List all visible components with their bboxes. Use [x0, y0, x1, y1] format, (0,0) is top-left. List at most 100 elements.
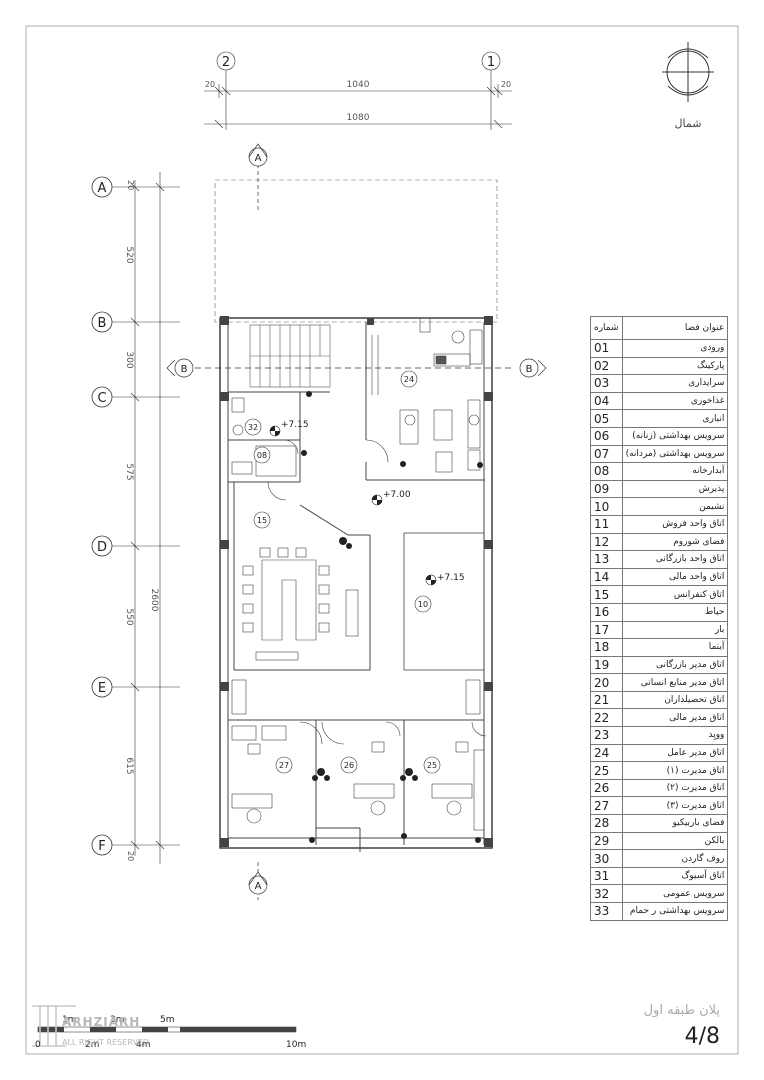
legend-room-name: سرویس بهداشتی (زنانه) — [621, 426, 729, 446]
legend-room-name: فضای شوروم — [621, 532, 729, 552]
legend-code: 13 — [590, 550, 623, 569]
sheet-border — [25, 25, 739, 1055]
legend-code: 25 — [590, 761, 623, 780]
section-a-bottom: A — [255, 881, 262, 892]
room-tag-25: 25 — [427, 761, 437, 770]
room-tag-24: 24 — [404, 375, 414, 384]
legend-room-name: سرایداری — [621, 374, 729, 393]
scale-label-10m: 10m — [286, 1040, 307, 1050]
legend-room-name: انباری — [621, 409, 729, 428]
legend-room-name: فضای باربیکیو — [621, 814, 729, 833]
grid-label-a: A — [98, 181, 107, 196]
legend-room-name: اتاق مدیر بازرگانی — [621, 655, 729, 675]
section-b-right: B — [526, 364, 533, 375]
legend-code: 21 — [590, 690, 623, 710]
legend-code: 07 — [590, 444, 623, 464]
legend-code: 18 — [590, 638, 623, 657]
legend-code: 31 — [590, 866, 623, 886]
legend-code: 16 — [590, 602, 623, 622]
legend-room-name: آبدارخانه — [621, 462, 729, 481]
legend-code: 01 — [590, 339, 623, 358]
north-label: شمال — [675, 117, 702, 130]
legend-code: 24 — [590, 743, 623, 763]
legend-code: 20 — [590, 673, 623, 692]
light-fixtures — [301, 391, 483, 843]
dim-ab: 520 — [124, 246, 134, 263]
legend-room-name: آینما — [621, 638, 729, 657]
stair — [249, 324, 331, 388]
grid-label-e: E — [98, 681, 106, 696]
interior-walls — [227, 322, 485, 852]
grid-label-f: F — [98, 839, 105, 854]
legend-code: 10 — [590, 497, 623, 516]
scale-label-0: 0 — [35, 1040, 41, 1050]
legend-code: 14 — [590, 567, 623, 587]
legend-room-name: روف گاردن — [621, 849, 729, 868]
top-dimensions — [204, 51, 512, 130]
sheet-number: 4/8 — [684, 1024, 720, 1049]
logo-name: ARHZIARH — [62, 1015, 141, 1029]
level-room10: +7.15 — [437, 573, 465, 583]
grid-bubbles — [91, 176, 113, 856]
north-arrow-icon — [662, 42, 714, 102]
scale-label-2m: 2m — [85, 1040, 100, 1050]
columns — [220, 316, 493, 847]
legend-room-name: اتاق کنفرانس — [621, 585, 729, 604]
floor-plan — [214, 179, 498, 852]
room-tag-10: 10 — [418, 600, 428, 609]
legend-room-name: پارکینگ — [621, 356, 729, 376]
conference-table — [242, 547, 359, 661]
legend-code: 15 — [590, 585, 623, 604]
legend-room-name: حیاط — [621, 602, 729, 622]
legend-code: 30 — [590, 849, 623, 868]
logo-mark — [32, 1005, 76, 1047]
dim-de: 550 — [124, 608, 134, 625]
legend-room-name: اتاق مدیرت (۱) — [621, 761, 729, 780]
dim-top-right: 20 — [501, 80, 511, 89]
scale-label-4m: 4m — [136, 1040, 151, 1050]
level-room32: +7.15 — [281, 420, 309, 430]
dim-left-bottom: 20 — [126, 851, 135, 861]
offices-furniture — [231, 721, 487, 831]
void-area-10 — [403, 532, 485, 671]
legend-code: 17 — [590, 620, 623, 640]
room-tag-circles — [244, 370, 441, 774]
axis-2-label: 2 — [222, 55, 230, 70]
section-a-top: A — [255, 153, 262, 164]
legend-header-code: شماره — [590, 316, 623, 340]
level-markers — [269, 425, 437, 586]
dim-bc: 300 — [124, 351, 134, 368]
legend-code: 27 — [590, 796, 623, 816]
legend-room-name: اتاق مدیرت (۳) — [621, 796, 729, 816]
office-24-furniture — [365, 317, 483, 473]
grid-label-c: C — [97, 391, 106, 406]
room-tag-27: 27 — [279, 761, 289, 770]
dim-total-height: 2600 — [149, 589, 159, 612]
scale-label-1m: 1m — [62, 1015, 77, 1025]
scale-label-5m: 5m — [160, 1015, 175, 1025]
legend-code: 33 — [590, 902, 623, 921]
legend-room-name: اتاق مدیرت (۲) — [621, 778, 729, 798]
